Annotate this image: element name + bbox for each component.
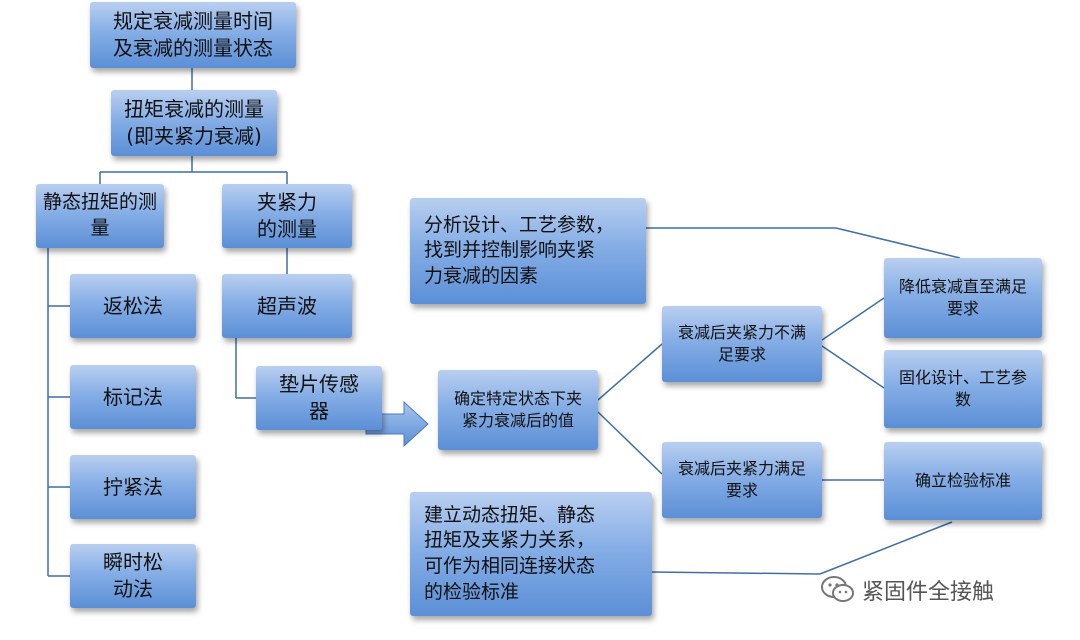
static-torque-text: 静态扭矩的测 量	[42, 191, 157, 239]
clamp-force-measure-box: 夹紧力 的测量	[222, 184, 352, 248]
tightening-method-box: 拧紧法	[70, 455, 196, 519]
not-satisfied-box: 衰减后夹紧力不满 足要求	[662, 306, 822, 382]
connector-line	[821, 297, 885, 341]
define-measurement-text: 规定衰减测量时间 及衰减的测量状态	[113, 9, 273, 60]
analyze-design-box: 分析设计、工艺参数， 找到并控制影响夹紧 力衰减的因素	[410, 198, 646, 304]
clamp-force-measure-text: 夹紧力 的测量	[257, 190, 317, 241]
fix-design-text: 固化设计、工艺参 数	[898, 368, 1027, 409]
fix-design-box: 固化设计、工艺参 数	[884, 350, 1042, 428]
determine-value-box: 确定特定状态下夹 紧力衰减后的值	[438, 370, 598, 450]
establish-relationship-text: 建立动态扭矩、静态 扭矩及夹紧力关系， 可作为相同连接状态 的检验标准	[424, 503, 596, 603]
define-measurement-box: 规定衰减测量时间 及衰减的测量状态	[90, 2, 296, 68]
satisfied-text: 衰减后夹紧力满足 要求	[677, 459, 806, 500]
ultrasonic-box: 超声波	[222, 274, 352, 338]
wechat-icon	[821, 576, 854, 602]
washer-sensor-box: 垫片传感 器	[256, 366, 382, 430]
determine-value-text: 确定特定状态下夹 紧力衰减后的值	[453, 389, 582, 430]
ultrasonic-text: 超声波	[257, 293, 317, 318]
torque-decay-box: 扭矩衰减的测量 (即夹紧力衰减)	[111, 90, 277, 156]
block-arrow	[365, 400, 429, 448]
establish-standard-box: 确立检验标准	[884, 442, 1042, 520]
connector-line	[819, 521, 953, 575]
watermark: 紧固件全接触	[820, 572, 994, 608]
static-torque-box: 静态扭矩的测 量	[36, 184, 164, 248]
analyze-design-text: 分析设计、工艺参数， 找到并控制影响夹紧 力衰减的因素	[424, 213, 615, 287]
establish-relationship-box: 建立动态扭矩、静态 扭矩及夹紧力关系， 可作为相同连接状态 的检验标准	[410, 492, 652, 616]
connector-line	[835, 227, 961, 259]
connector-line	[597, 411, 663, 475]
instant-loosen-method-box: 瞬时松 动法	[70, 544, 196, 608]
satisfied-box: 衰减后夹紧力满足 要求	[662, 442, 822, 518]
loosening-method-box: 返松法	[70, 274, 196, 338]
marking-method-text: 标记法	[103, 384, 163, 409]
connector-line	[651, 571, 821, 575]
marking-method-box: 标记法	[70, 365, 196, 429]
watermark-text: 紧固件全接触	[862, 580, 995, 605]
instant-loosen-method-text: 瞬时松 动法	[103, 550, 163, 601]
loosening-method-text: 返松法	[103, 293, 163, 318]
connector-line	[821, 345, 885, 389]
reduce-decay-box: 降低衰减直至满足 要求	[884, 258, 1042, 338]
tightening-method-text: 拧紧法	[103, 474, 163, 499]
establish-standard-text: 确立检验标准	[914, 471, 1011, 491]
connector-line	[597, 343, 663, 401]
not-satisfied-text: 衰减后夹紧力不满 足要求	[677, 323, 806, 364]
reduce-decay-text: 降低衰减直至满足 要求	[898, 277, 1027, 318]
washer-sensor-text: 垫片传感 器	[279, 372, 359, 423]
torque-decay-text: 扭矩衰减的测量 (即夹紧力衰减)	[124, 97, 264, 148]
